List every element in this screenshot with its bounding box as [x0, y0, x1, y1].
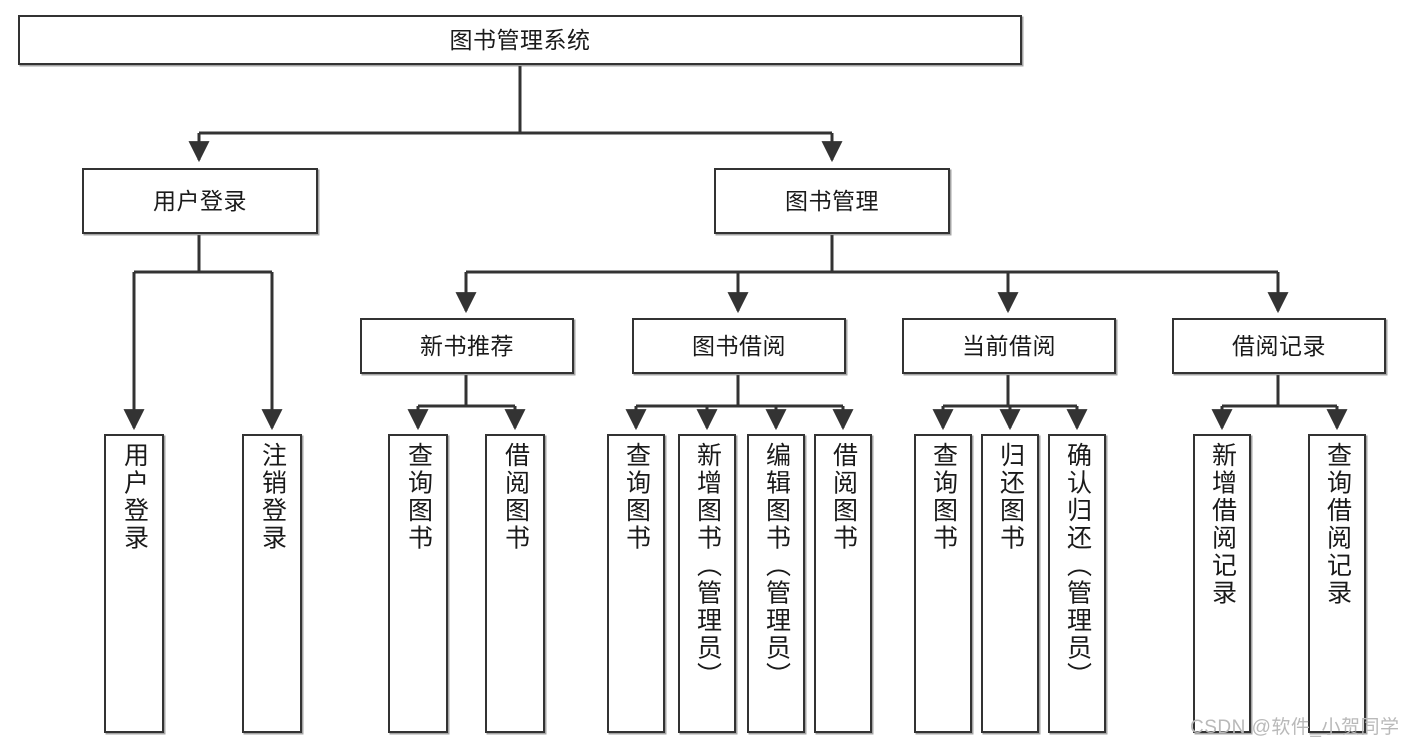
- node-leaf-logout-login[interactable]: 注销登录: [242, 434, 302, 733]
- node-leaf-user-login[interactable]: 用户登录: [104, 434, 164, 733]
- node-leaf-query-record-label: 查询借阅记录: [1323, 442, 1352, 607]
- node-leaf-query-book-3[interactable]: 查询图书: [914, 434, 972, 733]
- node-leaf-user-login-label: 用户登录: [120, 442, 149, 552]
- node-leaf-query-book-1[interactable]: 查询图书: [388, 434, 448, 733]
- node-user-login[interactable]: 用户登录: [82, 168, 318, 234]
- node-leaf-confirm-return-label: 确认归还（管理员）: [1063, 442, 1092, 690]
- node-current-borrow-label: 当前借阅: [962, 332, 1056, 359]
- node-book-management[interactable]: 图书管理: [714, 168, 950, 234]
- csdn-watermark: CSDN @软件_小贺同学: [1190, 717, 1400, 738]
- node-leaf-borrow-book-1[interactable]: 借阅图书: [485, 434, 545, 733]
- node-leaf-borrow-book-2-label: 借阅图书: [829, 442, 858, 552]
- node-leaf-add-book-label: 新增图书（管理员）: [693, 442, 722, 690]
- node-leaf-borrow-book-2[interactable]: 借阅图书: [814, 434, 872, 733]
- node-leaf-query-book-2[interactable]: 查询图书: [607, 434, 665, 733]
- node-leaf-add-record[interactable]: 新增借阅记录: [1193, 434, 1251, 733]
- node-current-borrow[interactable]: 当前借阅: [902, 318, 1116, 374]
- node-leaf-query-book-3-label: 查询图书: [929, 442, 958, 552]
- node-new-book-recommend-label: 新书推荐: [420, 332, 514, 359]
- node-leaf-edit-book[interactable]: 编辑图书（管理员）: [747, 434, 805, 733]
- node-borrow-record[interactable]: 借阅记录: [1172, 318, 1386, 374]
- node-leaf-return-book-label: 归还图书: [996, 442, 1025, 552]
- node-leaf-query-book-1-label: 查询图书: [404, 442, 433, 552]
- node-leaf-add-book[interactable]: 新增图书（管理员）: [678, 434, 736, 733]
- node-borrow-record-label: 借阅记录: [1232, 332, 1326, 359]
- node-leaf-logout-login-label: 注销登录: [258, 442, 287, 552]
- node-leaf-query-record[interactable]: 查询借阅记录: [1308, 434, 1366, 733]
- node-leaf-borrow-book-1-label: 借阅图书: [501, 442, 530, 552]
- node-leaf-edit-book-label: 编辑图书（管理员）: [762, 442, 791, 690]
- node-book-borrow[interactable]: 图书借阅: [632, 318, 846, 374]
- node-leaf-confirm-return[interactable]: 确认归还（管理员）: [1048, 434, 1106, 733]
- node-root-system[interactable]: 图书管理系统: [18, 15, 1022, 65]
- node-leaf-add-record-label: 新增借阅记录: [1208, 442, 1237, 607]
- node-book-borrow-label: 图书借阅: [692, 332, 786, 359]
- node-book-management-label: 图书管理: [785, 187, 879, 214]
- node-leaf-return-book[interactable]: 归还图书: [981, 434, 1039, 733]
- node-new-book-recommend[interactable]: 新书推荐: [360, 318, 574, 374]
- node-root-system-label: 图书管理系统: [449, 26, 591, 53]
- node-leaf-query-book-2-label: 查询图书: [622, 442, 651, 552]
- node-user-login-label: 用户登录: [153, 187, 247, 214]
